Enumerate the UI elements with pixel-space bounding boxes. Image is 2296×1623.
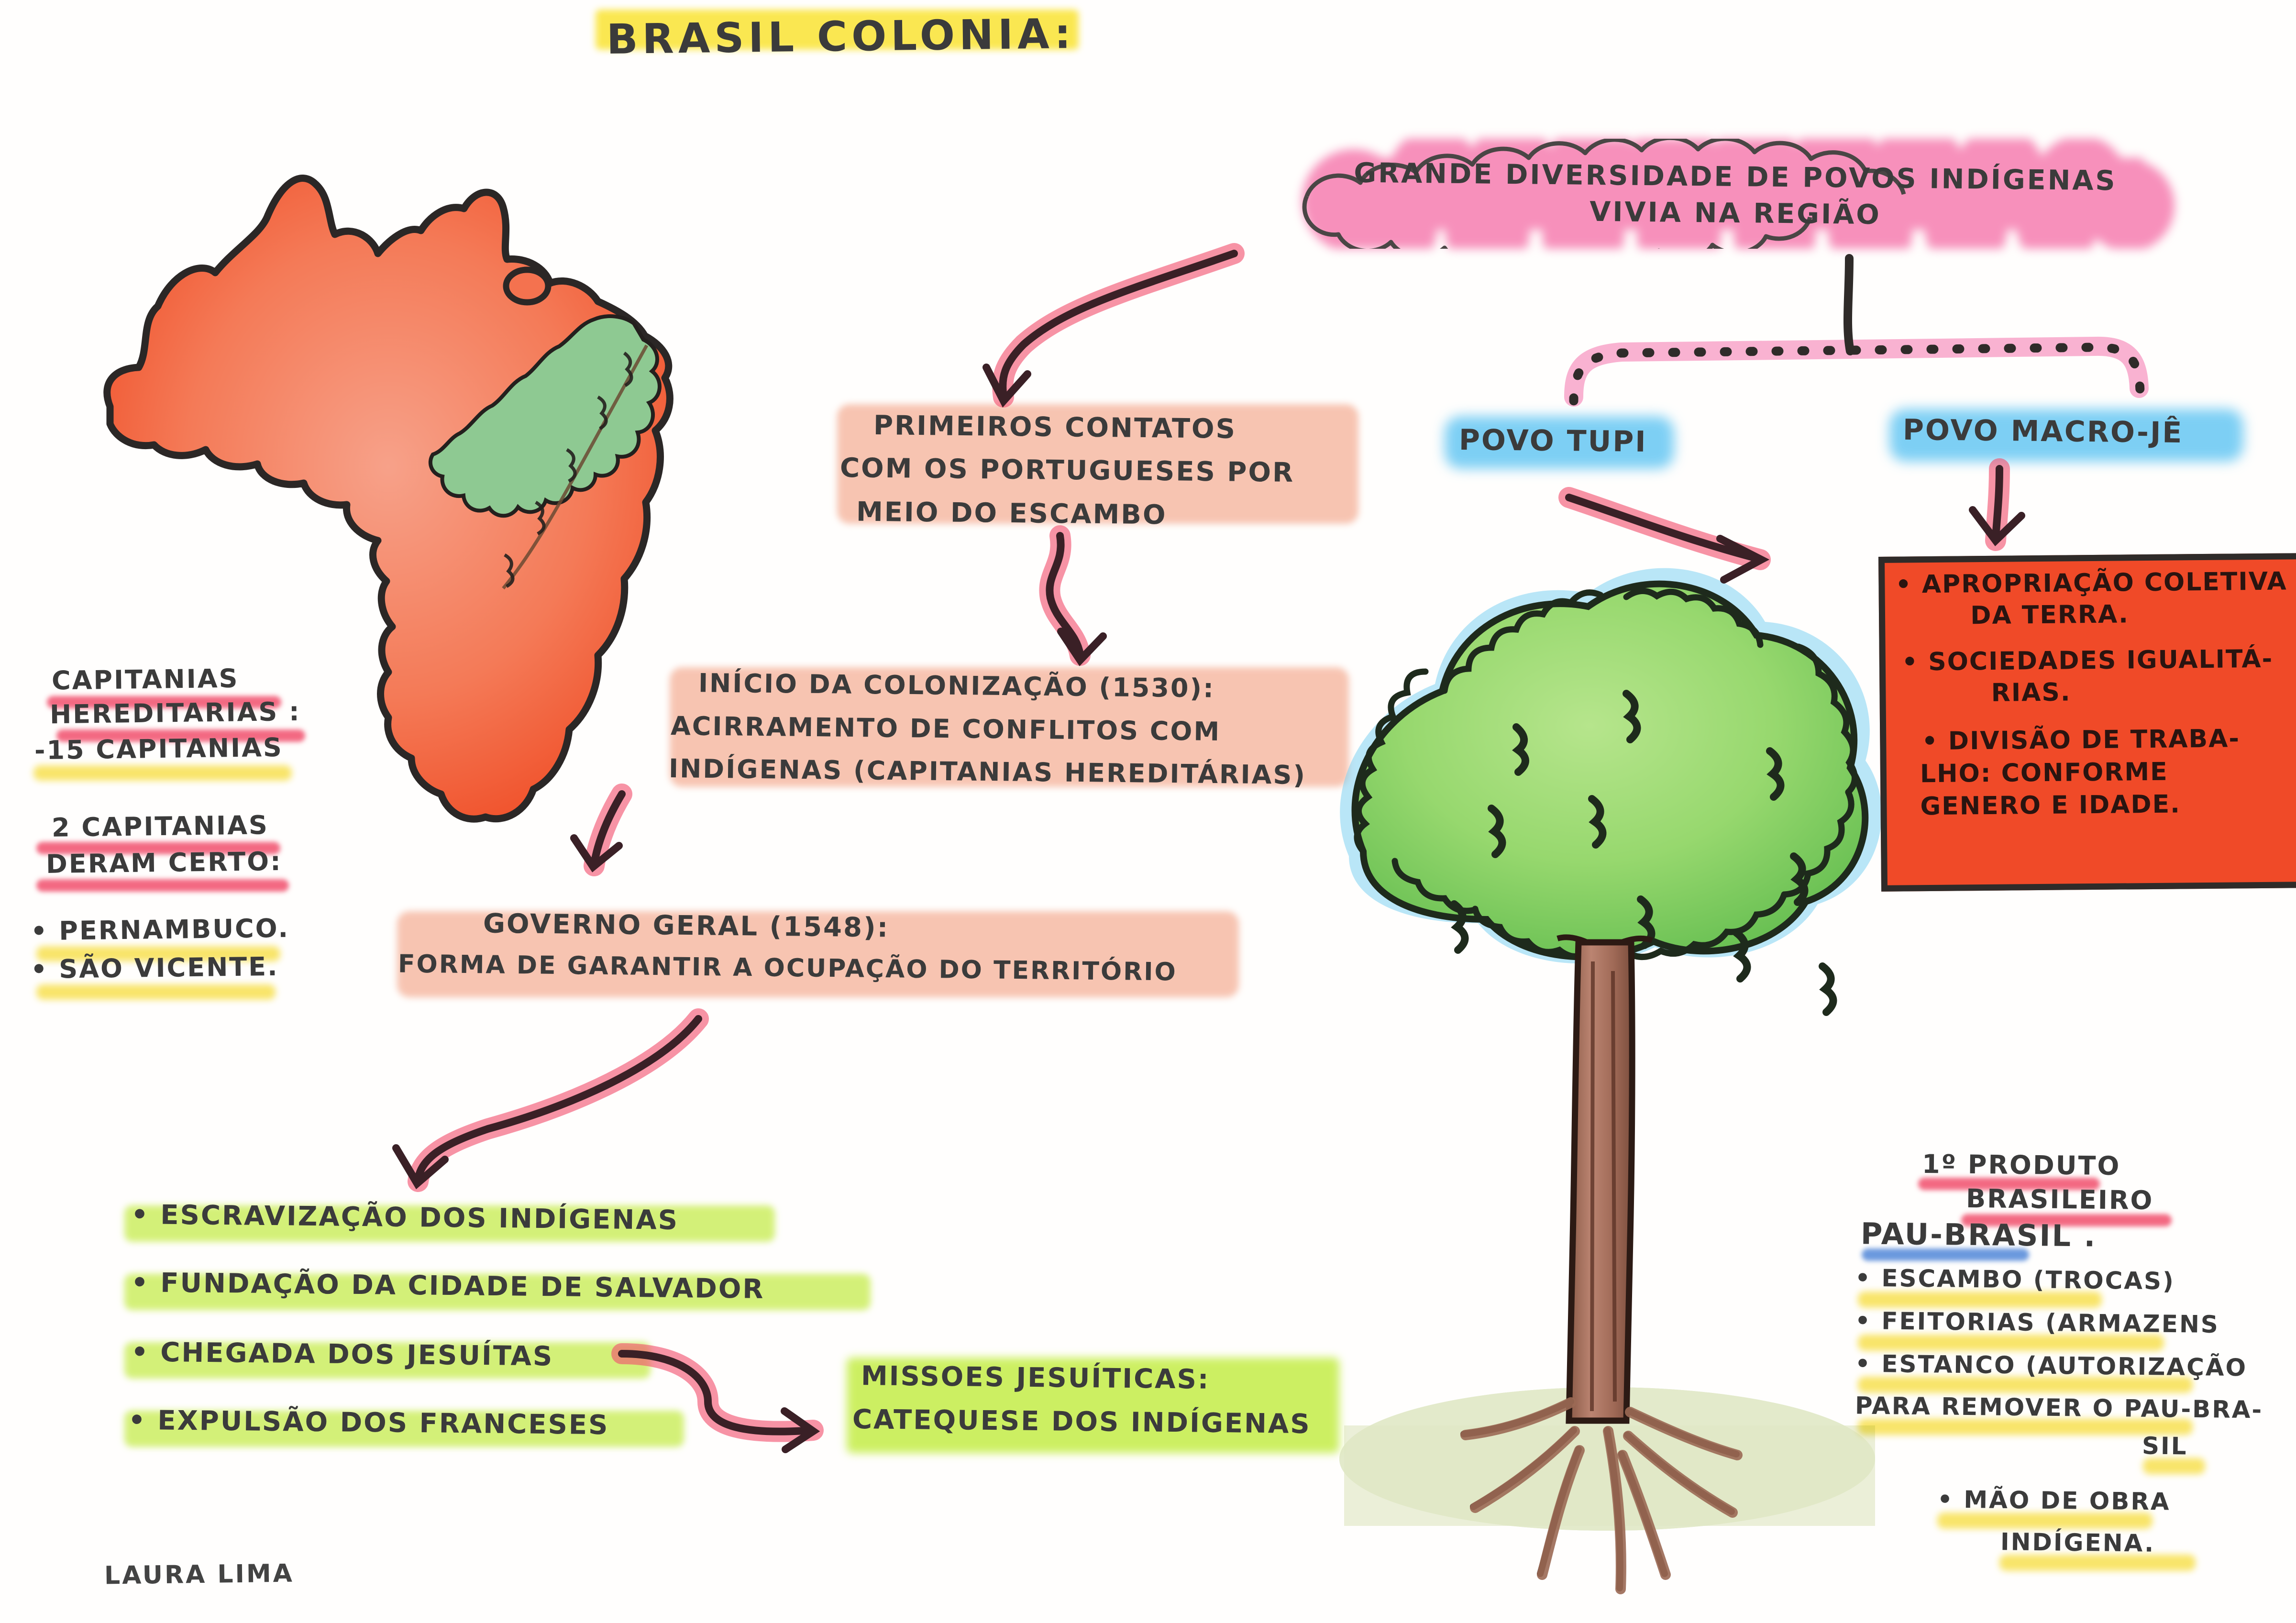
pau-brasil-heading-line1: 1º Produto bbox=[1921, 1148, 2121, 1181]
capitanias-heading-line2: Hereditarias : bbox=[49, 696, 301, 730]
dotted-bracket-cloud-to-povos bbox=[1569, 342, 2145, 406]
arrowhead-to-primeiros-contatos bbox=[982, 364, 1031, 408]
outcome-item-2: • Fundação da cidade de Salvador bbox=[131, 1267, 765, 1305]
pau-brasil-item-highlight-1 bbox=[1858, 1292, 2102, 1308]
arrow-macroje-to-box bbox=[1992, 465, 2003, 542]
pau-brasil-item-2: • Feitorias (armazens bbox=[1854, 1307, 2220, 1338]
orange-box-item-5: • Divisão de traba- bbox=[1902, 724, 2241, 756]
capitanias-count: -15 capitanias bbox=[34, 732, 284, 766]
capitanias-underline-2 bbox=[56, 729, 305, 742]
pau-brasil-item-highlight-5 bbox=[2143, 1458, 2205, 1474]
outcome-highlight-3 bbox=[124, 1342, 651, 1379]
pau-brasil-underline bbox=[1862, 1248, 2029, 1261]
outcome-item-4: • Expulsão dos franceses bbox=[128, 1404, 609, 1441]
arrowhead-to-missoes bbox=[781, 1407, 820, 1453]
node-povo-tupi: Povo Tupi bbox=[1458, 423, 1647, 459]
node-diversidade-povos: Grande Diversidade de Povos Indígenas vi… bbox=[1296, 139, 2176, 249]
node-governo-geral-line1: Governo Geral (1548): bbox=[483, 908, 890, 944]
node-inicio-colonizacao-line3: indígenas (capitanias hereditárias) bbox=[668, 753, 1307, 790]
cloud-stem bbox=[1843, 254, 1854, 355]
missoes-highlight bbox=[847, 1358, 1339, 1453]
capitanias-sub-line2: deram certo: bbox=[45, 846, 282, 880]
capitanias-underline-1 bbox=[47, 696, 281, 708]
pernambuco-underline bbox=[36, 946, 280, 961]
node-primeiros-contatos-line3: meio do escambo bbox=[856, 496, 1167, 531]
node-primeiros-contatos-line2: com os portugueses por bbox=[839, 453, 1295, 488]
arrow-primeiros-to-inicio-glow bbox=[1039, 525, 1091, 666]
signature: Laura Lima bbox=[104, 1559, 295, 1590]
arrow-cloud-to-primeiros-contatos-glow bbox=[992, 243, 1245, 408]
inicio-colonizacao-highlight bbox=[670, 667, 1349, 787]
arrow-macroje-to-box-glow bbox=[1985, 458, 2010, 551]
pau-brasil-product: Pau-Brasil . bbox=[1860, 1216, 2097, 1254]
node-missoes-line2: Catequese dos indígenas bbox=[852, 1403, 1311, 1440]
deram-certo-underline-2 bbox=[36, 879, 289, 892]
pau-brasil-item-highlight-7 bbox=[1999, 1555, 2196, 1571]
outcome-highlight-1 bbox=[124, 1205, 775, 1242]
capitanias-count-underline bbox=[33, 765, 292, 781]
orange-box-item-7: genero e idade. bbox=[1920, 790, 2181, 821]
node-macro-je-characteristics: • Apropriação coletiva da terra. • Socie… bbox=[1878, 553, 2296, 892]
page-title: Brasil Colonia: bbox=[606, 10, 1076, 64]
capitanias-sub-line1: 2 Capitanias bbox=[51, 810, 269, 843]
primeiros-contatos-highlight bbox=[837, 404, 1358, 524]
arrowhead-to-orange-box bbox=[1969, 506, 2025, 547]
capitania-item-sao-vicente: • São Vicente. bbox=[30, 951, 279, 985]
node-missoes-line1: Missoes Jesuíticas: bbox=[861, 1360, 1210, 1395]
pau-brasil-heading-line2: brasileiro bbox=[1965, 1183, 2154, 1216]
pau-brasil-item-1: • Escambo (trocas) bbox=[1854, 1264, 2175, 1295]
outcome-item-1: • Escravização dos indígenas bbox=[131, 1199, 679, 1236]
pau-brasil-item-highlight-4 bbox=[1858, 1419, 2193, 1435]
deram-certo-underline-1 bbox=[36, 842, 280, 854]
arrow-governo-to-outcomes-glow bbox=[408, 1008, 709, 1192]
pau-brasil-item-5: sil bbox=[2141, 1432, 2188, 1460]
orange-box-item-6: lho: conforme bbox=[1920, 757, 2168, 789]
outcome-item-3: • Chegada dos jesuítas bbox=[131, 1336, 554, 1372]
pau-brasil-item-highlight-2 bbox=[1858, 1335, 2164, 1351]
arrow-governo-to-outcomes bbox=[414, 1015, 702, 1183]
node-povo-macro-je: Povo Macro-Jê bbox=[1902, 413, 2184, 450]
dotted-bracket-glow bbox=[1564, 336, 2149, 407]
outcome-highlight-4 bbox=[124, 1411, 684, 1447]
orange-box-item-4: rias. bbox=[1962, 678, 2071, 708]
node-primeiros-contatos-line1: Primeiros contatos bbox=[873, 410, 1237, 445]
arrow-cloud-to-primeiros-contatos bbox=[999, 250, 1238, 400]
capitanias-heading-line1: Capitanias bbox=[51, 663, 239, 696]
orange-box-item-2: da terra. bbox=[1941, 600, 2130, 630]
pau-brasil-item-highlight-6 bbox=[1937, 1513, 2152, 1529]
arrow-primeiros-to-inicio bbox=[1046, 532, 1084, 658]
orange-box-item-1: • Apropriação coletiva bbox=[1895, 567, 2287, 599]
arrowhead-to-governo bbox=[570, 834, 623, 872]
arrowhead-to-outcomes bbox=[392, 1144, 449, 1190]
title-highlight bbox=[596, 10, 1079, 50]
produto-underline-1 bbox=[1918, 1178, 2100, 1190]
povo-tupi-highlight bbox=[1445, 416, 1674, 469]
node-inicio-colonizacao-line2: Acirramento de conflitos com bbox=[670, 710, 1221, 747]
governo-geral-highlight bbox=[397, 911, 1239, 997]
pau-brasil-item-6: • Mão de obra bbox=[1937, 1485, 2171, 1516]
pau-brasil-item-7: indígena. bbox=[2000, 1528, 2155, 1557]
orange-box-item-3: • Sociedades igualitá- bbox=[1901, 644, 2274, 677]
pau-brasil-item-3: • Estanco (autorização bbox=[1854, 1349, 2248, 1382]
capitania-item-pernambuco: • Pernambuco. bbox=[30, 913, 290, 947]
arrowhead-to-inicio bbox=[1057, 628, 1107, 666]
produto-underline-2 bbox=[1961, 1214, 2172, 1226]
pau-brasil-tree bbox=[1339, 568, 1882, 1594]
outcome-highlight-2 bbox=[124, 1274, 871, 1310]
pau-brasil-item-highlight-3 bbox=[1858, 1377, 2193, 1393]
sao-vicente-underline bbox=[36, 984, 276, 1000]
pau-brasil-item-4: para remover o pau-bra- bbox=[1854, 1391, 2263, 1424]
node-inicio-colonizacao-line1: Início da colonização (1530): bbox=[698, 668, 1215, 704]
povo-macro-je-highlight bbox=[1889, 409, 2243, 462]
brazil-map bbox=[103, 175, 673, 823]
